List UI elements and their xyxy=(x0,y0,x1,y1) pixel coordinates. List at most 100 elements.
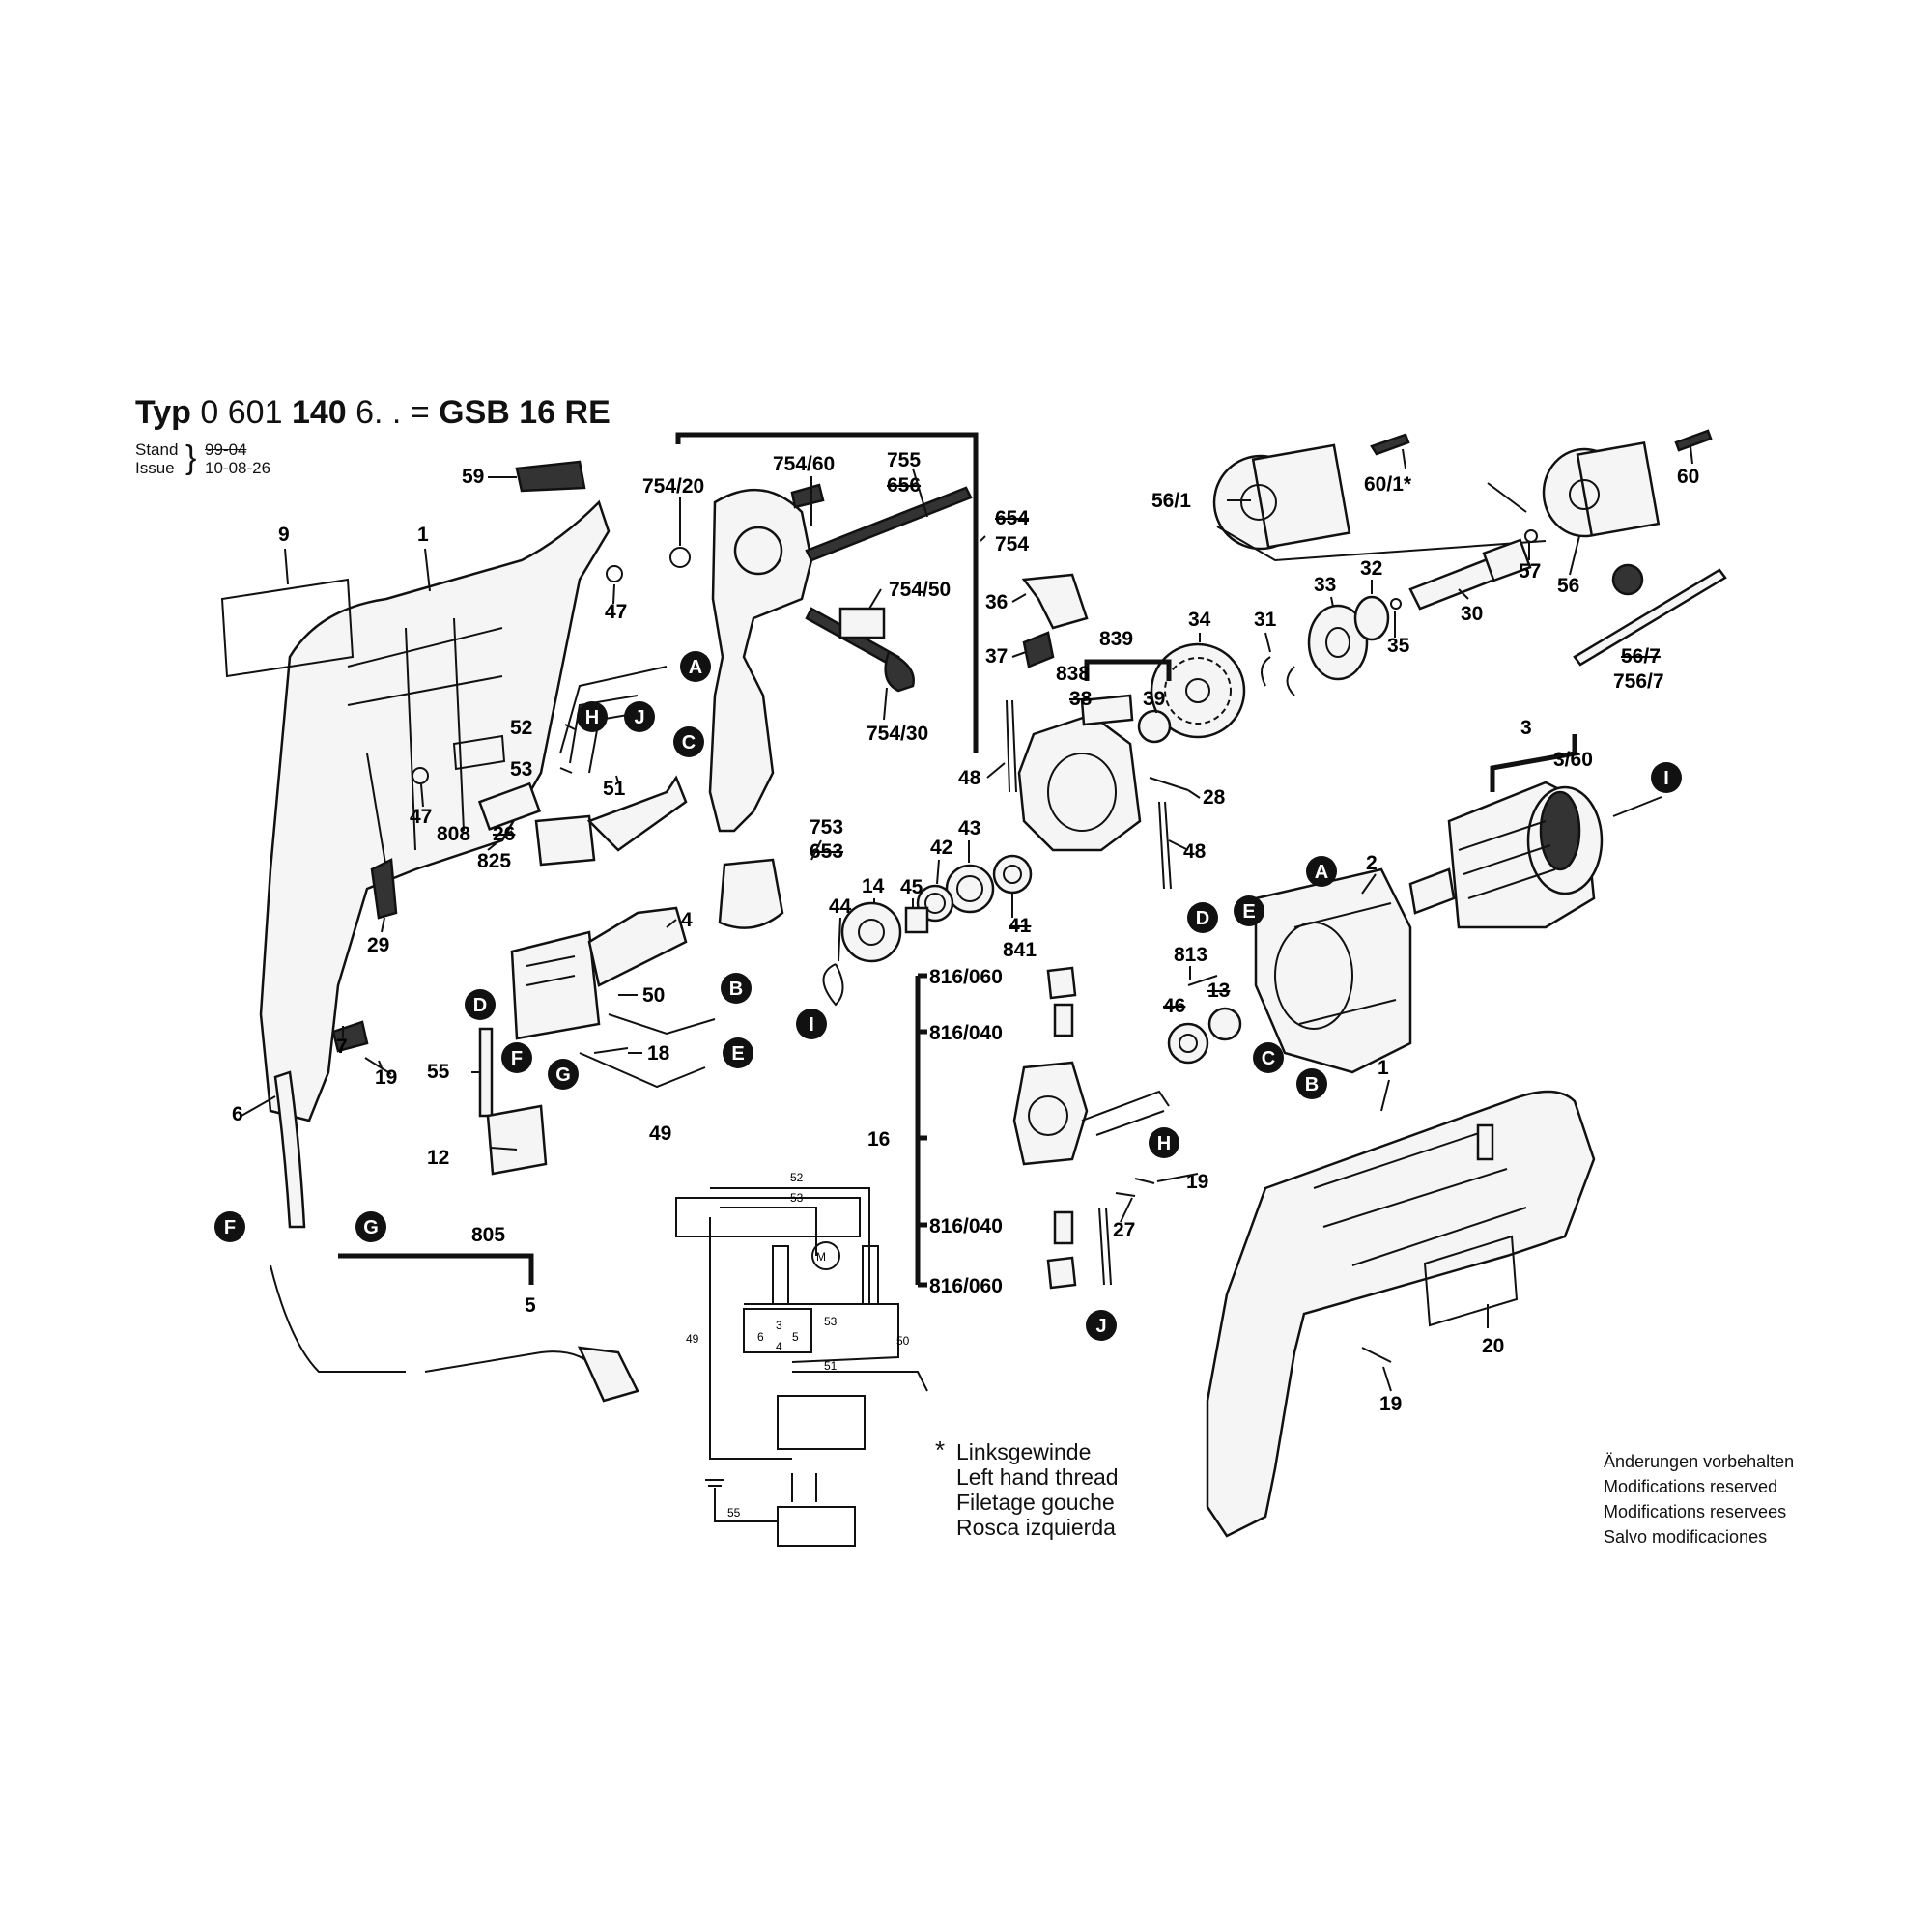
connector-marker-j: J xyxy=(1086,1310,1117,1341)
part-label-41: 41 xyxy=(1009,915,1032,937)
part-label-4: 4 xyxy=(681,909,693,931)
screw-18 xyxy=(593,1047,629,1054)
keyless-chuck xyxy=(1212,433,1410,551)
switch-small xyxy=(534,775,688,867)
part-label-6: 6 xyxy=(232,1103,243,1125)
bracket-3 xyxy=(1490,734,1577,792)
schematic-label: 5 xyxy=(792,1330,799,1344)
spring-48-left xyxy=(1006,699,1017,793)
part-label-27: 27 xyxy=(1113,1219,1135,1241)
label-808 xyxy=(452,734,506,771)
handle-clamp xyxy=(718,858,784,929)
part-label-59: 59 xyxy=(462,466,484,488)
part-label-53: 53 xyxy=(510,758,532,781)
part-label-816-060: 816/060 xyxy=(929,966,1003,988)
schematic-label: 49 xyxy=(686,1332,699,1346)
connector-marker-d: D xyxy=(465,989,496,1020)
svg-text:H: H xyxy=(585,707,599,728)
thread-note-line: Left hand thread xyxy=(956,1464,1119,1490)
stand-label: Stand xyxy=(135,440,179,459)
svg-text:F: F xyxy=(224,1217,236,1238)
chuck-key xyxy=(1573,568,1727,667)
typ-suffix: 6. . = xyxy=(355,394,430,431)
connector-marker-e: E xyxy=(1234,895,1264,926)
connector-marker-b: B xyxy=(1296,1068,1327,1099)
part-label-60-1: 60/1* xyxy=(1364,473,1412,496)
part-label-44: 44 xyxy=(829,895,852,918)
part-label-813: 813 xyxy=(1174,944,1208,966)
part-label-654: 654 xyxy=(995,507,1029,529)
svg-text:B: B xyxy=(1305,1074,1319,1095)
connector-marker-d: D xyxy=(1187,902,1218,933)
schematic-label: 53 xyxy=(824,1315,838,1328)
part-label-48: 48 xyxy=(958,767,981,789)
typ-number: 0 601 xyxy=(200,394,283,431)
wing-screw xyxy=(790,483,825,509)
thread-note-line: Rosca izquierda xyxy=(956,1515,1116,1540)
svg-text:C: C xyxy=(1262,1048,1275,1069)
typ-number-bold: 140 xyxy=(291,394,347,431)
auxiliary-handle xyxy=(669,483,973,929)
label-plate xyxy=(220,578,355,678)
connector-marker-f: F xyxy=(501,1042,532,1073)
wire-49 xyxy=(579,1052,706,1089)
revision-block: Stand Issue } 99-04 10-08-26 xyxy=(135,440,270,477)
thread-note: * Linksgewinde Left hand thread Filetage… xyxy=(935,1437,1119,1540)
clip-29 xyxy=(370,858,398,920)
part-label-754: 754 xyxy=(995,533,1029,555)
part-label-28: 28 xyxy=(1203,786,1226,809)
stand-value: 99-04 xyxy=(205,440,247,459)
part-label-29: 29 xyxy=(367,934,389,956)
svg-text:G: G xyxy=(363,1217,379,1238)
thread-note-line: Filetage gouche xyxy=(956,1490,1115,1515)
screw-60-1 xyxy=(1370,433,1410,456)
modification-note-line: Änderungen vorbehalten xyxy=(1604,1452,1795,1471)
sleeve-13 xyxy=(1208,1007,1242,1041)
part-label-43: 43 xyxy=(958,817,980,839)
spring-48-right xyxy=(1158,801,1172,890)
modification-note-line: Modifications reservees xyxy=(1604,1502,1787,1521)
part-label-51: 51 xyxy=(603,778,626,800)
label-plate-20 xyxy=(1423,1235,1519,1327)
connector-marker-a: A xyxy=(680,651,711,682)
connector-marker-g: G xyxy=(355,1211,386,1242)
connector-marker-f: F xyxy=(214,1211,245,1242)
screw-19 xyxy=(1134,1178,1155,1184)
part-label-37: 37 xyxy=(985,645,1008,668)
ring-41 xyxy=(992,854,1033,895)
part-label-14: 14 xyxy=(862,875,885,897)
schematic-label: 3 xyxy=(776,1319,782,1332)
svg-text:B: B xyxy=(729,979,743,1000)
part-36 xyxy=(1021,573,1089,630)
part-label-50: 50 xyxy=(642,984,665,1007)
schematic-label: 55 xyxy=(727,1506,741,1520)
wire-H xyxy=(1081,1090,1170,1136)
bracket-auxiliary-handle xyxy=(675,432,979,753)
part-label-36: 36 xyxy=(985,591,1008,613)
part-label-26: 26 xyxy=(493,823,515,845)
part-labels: 9 1 59 47 47 52 53 51 808 26 825 29 7 19… xyxy=(232,449,1699,1415)
bracket-813 xyxy=(1187,975,1218,986)
part-label-35: 35 xyxy=(1387,635,1410,657)
part-label-48: 48 xyxy=(1183,840,1207,863)
part-label-656: 656 xyxy=(887,474,921,497)
part-label-5: 5 xyxy=(525,1294,536,1317)
brush-holder-top xyxy=(1046,966,1077,1000)
svg-text:H: H xyxy=(1157,1133,1171,1154)
svg-text:I: I xyxy=(809,1014,814,1036)
housing-half-right xyxy=(1206,1090,1596,1538)
part-label-1: 1 xyxy=(1378,1057,1389,1079)
svg-text:I: I xyxy=(1663,768,1669,789)
sleeve-45 xyxy=(904,906,929,934)
part-label-754-30: 754/30 xyxy=(867,723,928,745)
part-label-34: 34 xyxy=(1188,609,1211,631)
part-37 xyxy=(1022,631,1055,668)
part-label-55: 55 xyxy=(427,1061,450,1083)
svg-text:D: D xyxy=(473,995,487,1016)
part-label-755: 755 xyxy=(887,449,921,471)
circlip-44 xyxy=(822,963,844,1007)
part-label-838: 838 xyxy=(1056,663,1090,685)
circlip-31 xyxy=(1261,656,1295,696)
part-label-754-20: 754/20 xyxy=(642,475,704,497)
